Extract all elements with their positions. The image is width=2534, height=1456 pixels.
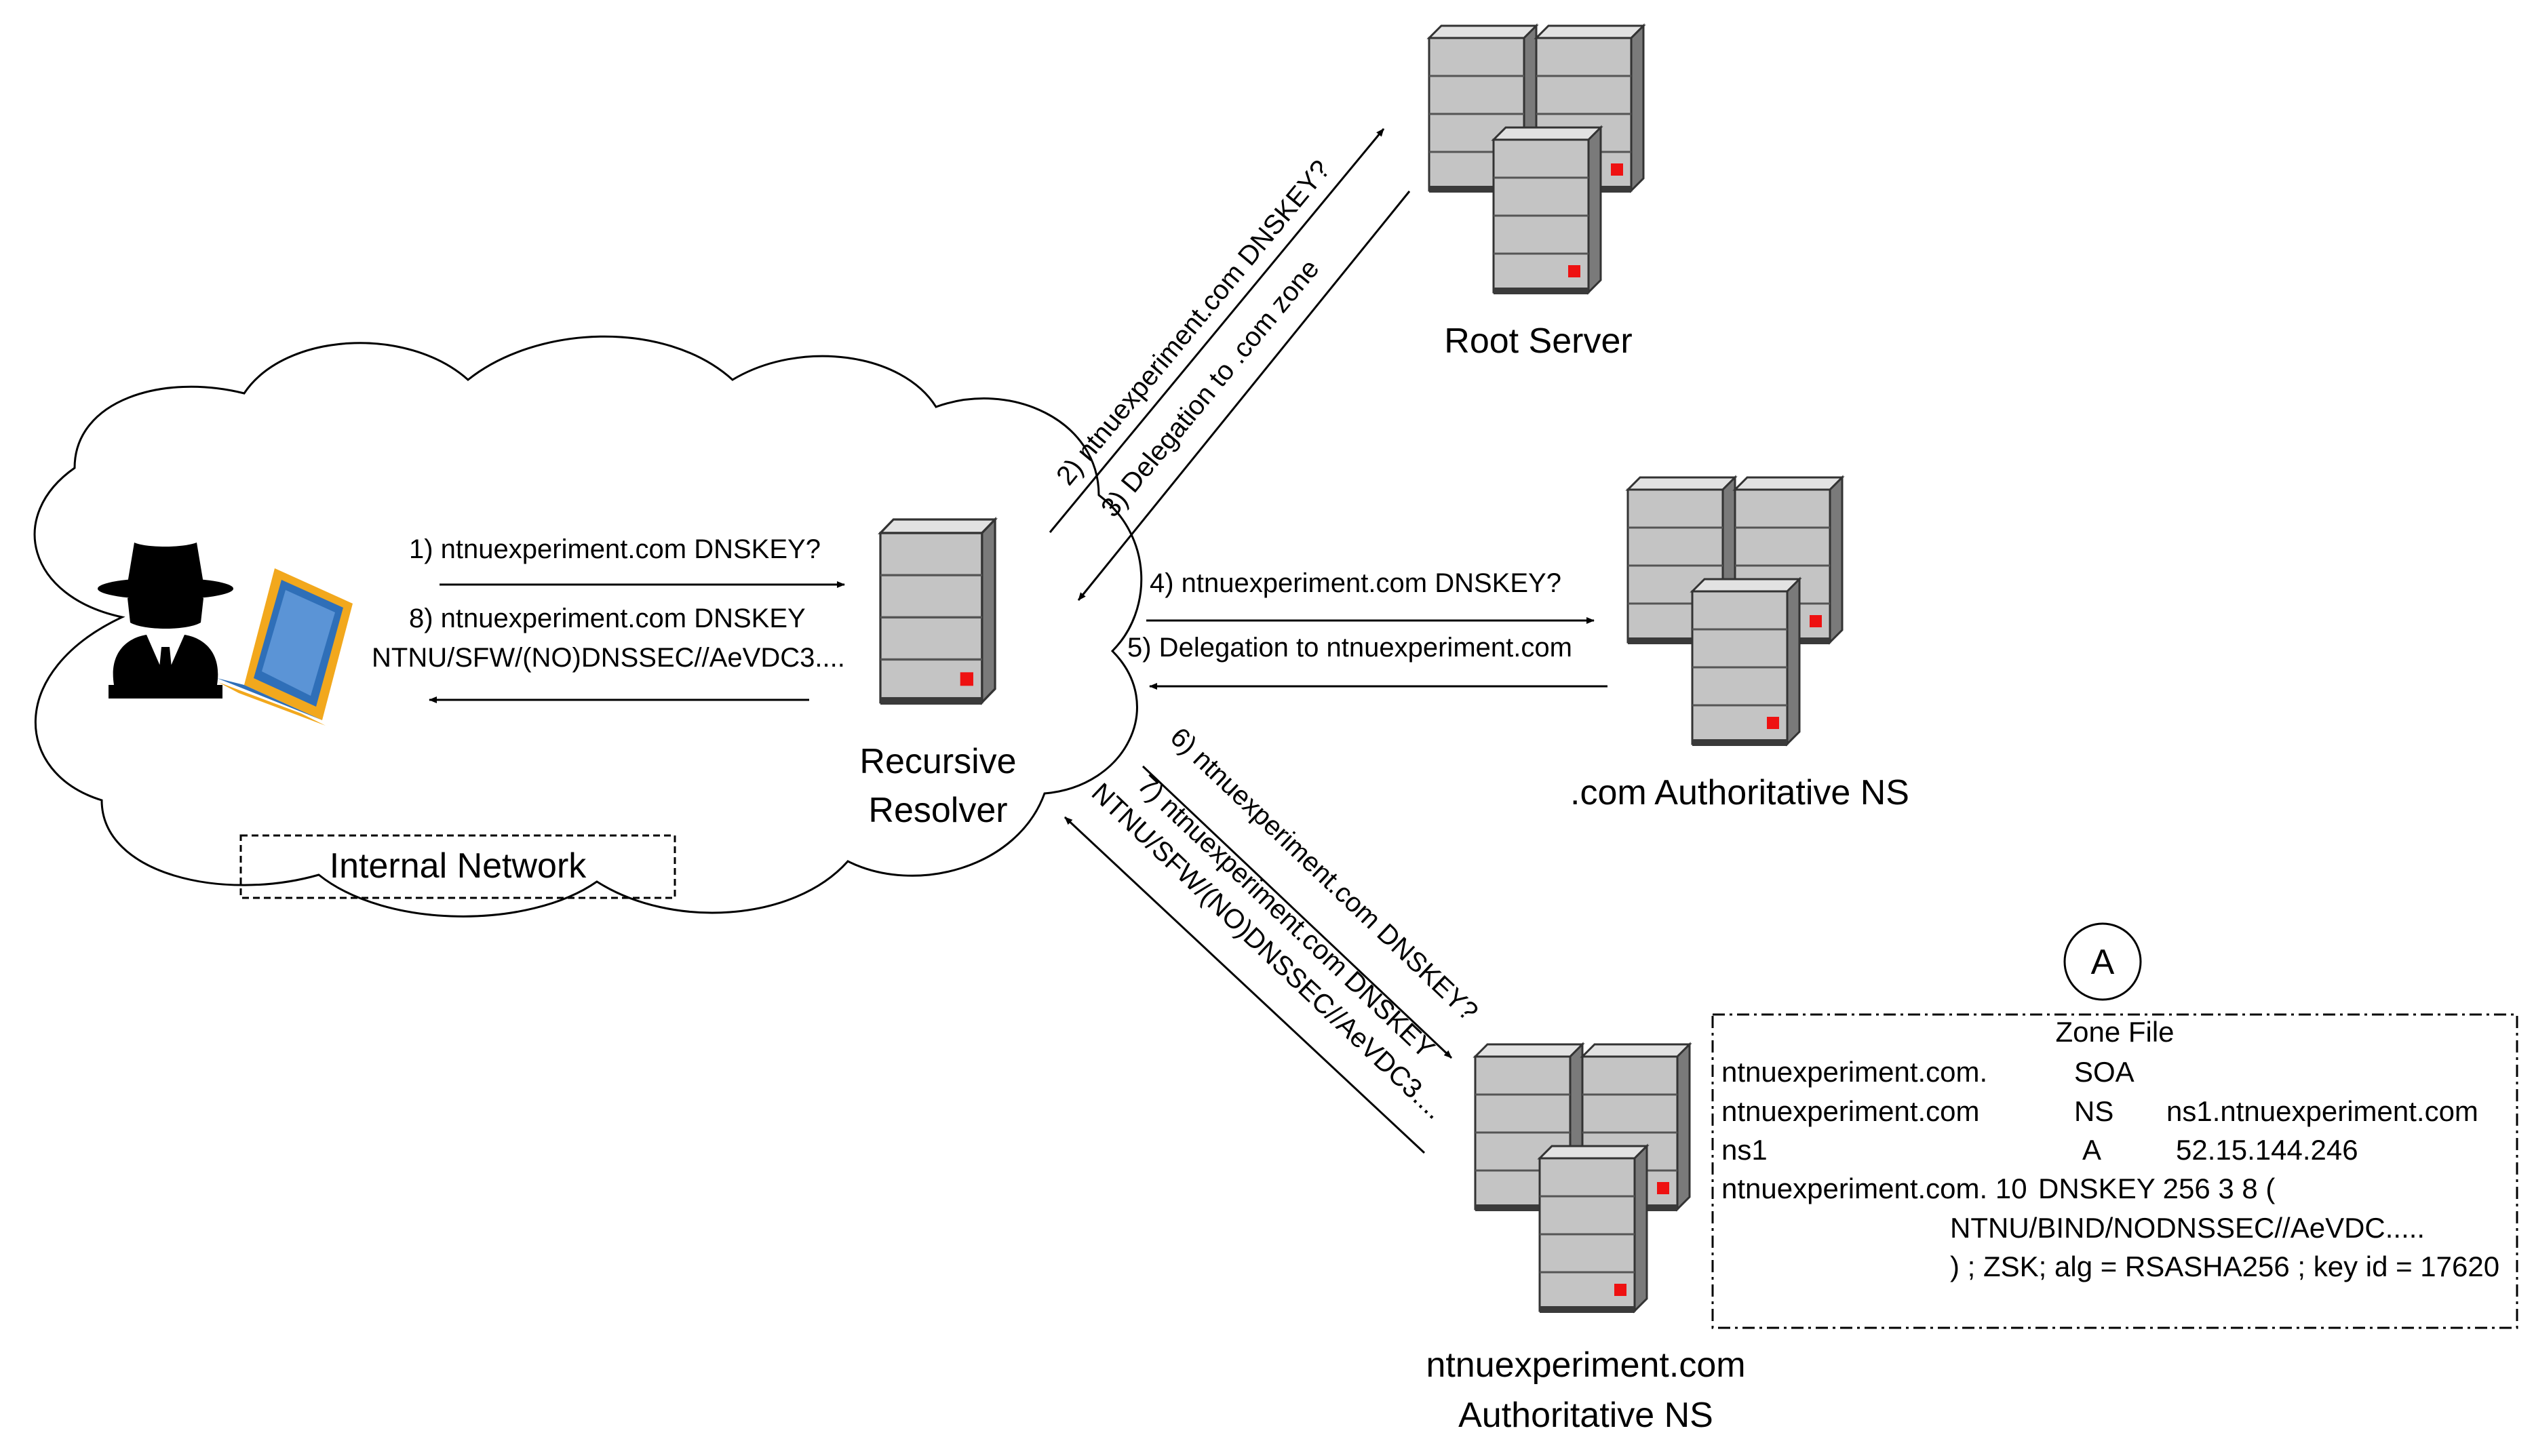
- zone-row-1-type: SOA: [2074, 1056, 2135, 1088]
- arrow-7: [1064, 816, 1426, 1154]
- zone-row-4-type: DNSKEY 256 3 8 (: [2038, 1173, 2275, 1204]
- message-6-label: 6) ntnuexperiment.com DNSKEY?: [1165, 722, 1484, 1027]
- zone-row-2-name: ntnuexperiment.com: [1721, 1095, 1980, 1127]
- laptop-icon: [217, 568, 353, 726]
- root-server-icon: [1429, 26, 1643, 294]
- marker-circle: [2063, 922, 2142, 1001]
- message-1-label: 1) ntnuexperiment.com DNSKEY?: [409, 534, 821, 564]
- zone-continuation-1: NTNU/BIND/NODNSSEC//AeVDC.....: [1950, 1212, 2425, 1244]
- ntnu-ns-server-icon: [1475, 1044, 1690, 1313]
- arrow-6: [1142, 765, 1453, 1059]
- internal-network-box: [239, 834, 676, 899]
- zone-row-3-type: A: [2082, 1134, 2101, 1166]
- zone-row-3-value: 52.15.144.246: [2176, 1134, 2358, 1166]
- internal-network-label: Internal Network: [330, 846, 587, 886]
- zone-row-1-name: ntnuexperiment.com.: [1721, 1056, 1987, 1088]
- ntnu-ns-label-line1: ntnuexperiment.com: [1426, 1345, 1745, 1385]
- com-ns-server-icon: [1628, 477, 1842, 746]
- recursive-resolver-label-line2: Resolver: [868, 791, 1007, 830]
- ntnu-ns-label-line2: Authoritative NS: [1458, 1396, 1713, 1435]
- zone-row-2-type: NS: [2074, 1095, 2113, 1127]
- message-8-label-line1: 8) ntnuexperiment.com DNSKEY: [409, 604, 806, 633]
- zone-row-3-name: ns1: [1721, 1134, 1768, 1166]
- marker-label: A: [2091, 943, 2115, 982]
- root-server-label: Root Server: [1444, 321, 1632, 361]
- spy-icon: [98, 543, 233, 699]
- message-8-label-line2: NTNU/SFW/(NO)DNSSEC//AeVDC3....: [372, 643, 845, 673]
- zone-file-box: [1711, 1013, 2518, 1329]
- recursive-resolver-label-line1: Recursive: [859, 742, 1016, 781]
- zone-continuation-2: ) ; ZSK; alg = RSASHA256 ; key id = 1762…: [1950, 1251, 2499, 1282]
- zone-row-2-value: ns1.ntnuexperiment.com: [2166, 1095, 2478, 1127]
- com-ns-label: .com Authoritative NS: [1570, 773, 1909, 812]
- message-5-label: 5) Delegation to ntnuexperiment.com: [1127, 633, 1572, 663]
- message-4-label: 4) ntnuexperiment.com DNSKEY?: [1150, 568, 1561, 598]
- arrow-2: [1049, 128, 1385, 533]
- message-7-label-line1: 7) ntnuexperiment.com DNSKEY: [1132, 770, 1440, 1064]
- zone-row-4-name: ntnuexperiment.com. 10: [1721, 1173, 2027, 1204]
- internal-network-cloud: [33, 335, 1143, 918]
- zone-file-title: Zone File: [2055, 1016, 2174, 1048]
- arrow-3: [1077, 191, 1411, 601]
- recursive-resolver-server-icon: [879, 518, 996, 706]
- message-2-label: 2) ntnuexperiment.com DNSKEY?: [1051, 155, 1336, 491]
